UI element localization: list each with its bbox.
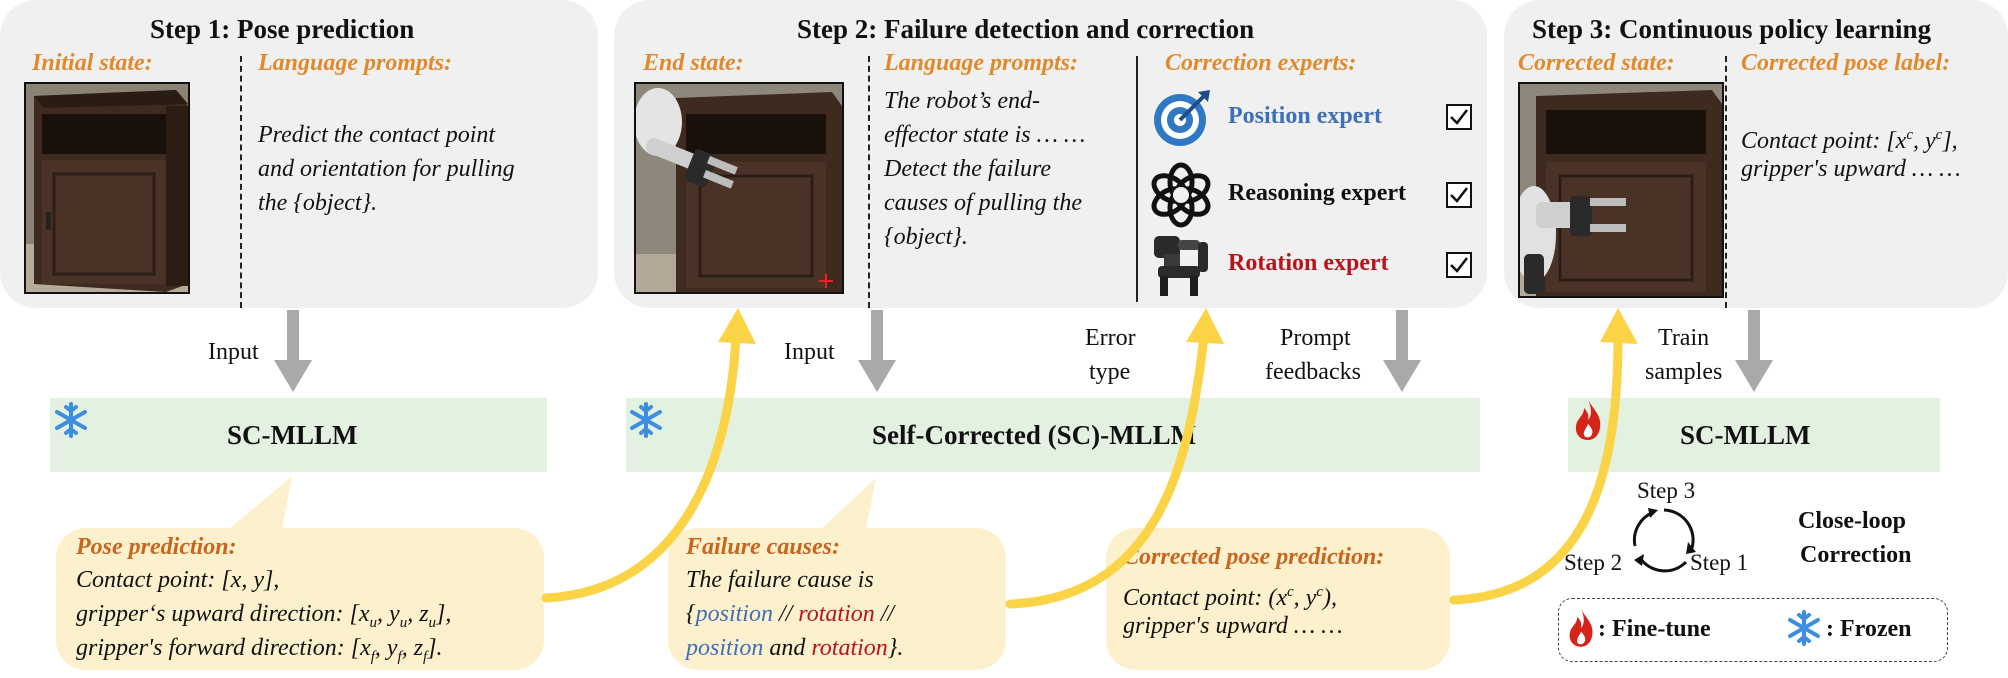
failure-causes-title: Failure causes: bbox=[686, 534, 841, 560]
pose-prediction-title: Pose prediction: bbox=[76, 534, 237, 560]
snowflake-icon bbox=[1786, 610, 1822, 646]
step2-title: Step 2: Failure detection and correction bbox=[797, 14, 1255, 44]
snowflake-icon bbox=[53, 402, 89, 438]
position-expert-checkbox[interactable] bbox=[1446, 104, 1472, 130]
position-expert-label: Position expert bbox=[1228, 103, 1382, 129]
legend-box bbox=[1558, 598, 1948, 662]
error-type-label-2: type bbox=[1089, 359, 1131, 385]
snowflake-icon bbox=[628, 402, 664, 438]
failure-line-3: position and rotation}. bbox=[686, 635, 904, 661]
step3-image-label: Corrected state: bbox=[1518, 50, 1675, 76]
step2-solid-divider bbox=[1136, 56, 1138, 302]
end-state-photo bbox=[634, 82, 844, 294]
target-icon bbox=[1152, 88, 1212, 148]
corrected-line-1: Contact point: (xc, yc), bbox=[1123, 584, 1337, 611]
step1-prompt-line-2: and orientation for pulling bbox=[258, 156, 515, 182]
step2-prompt-line-1: The robot’s end- bbox=[884, 88, 1040, 114]
prompt-feedbacks-label-1: Prompt bbox=[1280, 325, 1351, 351]
fire-icon bbox=[1566, 606, 1596, 650]
step2-prompt-line-3: Detect the failure bbox=[884, 156, 1052, 182]
input-label-1: Input bbox=[208, 339, 259, 365]
step3-title: Step 3: Continuous policy learning bbox=[1532, 14, 1932, 44]
step1-prompt-label: Language prompts: bbox=[258, 50, 453, 76]
corrected-pose-title: Corrected pose prediction: bbox=[1123, 544, 1385, 570]
pose-line-1: Contact point: [x, y], bbox=[76, 567, 280, 593]
close-loop-title-2: Correction bbox=[1800, 542, 1912, 568]
close-loop-title-1: Close-loop bbox=[1798, 508, 1906, 534]
step2-dash-divider bbox=[868, 56, 870, 308]
pose-prediction-bubble bbox=[56, 528, 544, 670]
step3-divider bbox=[1725, 56, 1727, 308]
step2-prompt-line-2: effector state is … … bbox=[884, 122, 1086, 148]
corrected-label-line-2: gripper's upward … … bbox=[1741, 156, 1961, 182]
pose-line-3: gripper's forward direction: [xf, yf, zf… bbox=[76, 635, 443, 665]
rotation-expert-checkbox[interactable] bbox=[1446, 252, 1472, 278]
sc-mllm-bar-left bbox=[50, 398, 547, 472]
failure-line-1: The failure cause is bbox=[686, 567, 874, 593]
failure-causes-bubble bbox=[668, 528, 1006, 670]
train-samples-label-2: samples bbox=[1645, 359, 1723, 385]
prompt-feedbacks-label-2: feedbacks bbox=[1265, 359, 1361, 385]
initial-state-photo bbox=[24, 82, 190, 294]
step1-title: Step 1: Pose prediction bbox=[150, 14, 415, 44]
step1-prompt-line-1: Predict the contact point bbox=[258, 122, 496, 148]
corrected-pose-bubble bbox=[1106, 528, 1450, 670]
loop-step1-label: Step 1 bbox=[1690, 550, 1749, 575]
corrected-state-photo bbox=[1518, 82, 1724, 298]
sc-mllm-bar-right bbox=[1568, 398, 1940, 472]
corrected-line-2: gripper's upward … … bbox=[1123, 613, 1343, 639]
legend-frozen-label: : Frozen bbox=[1826, 616, 1912, 642]
robot-gripper-icon bbox=[1148, 232, 1218, 300]
loop-step2-label: Step 2 bbox=[1564, 550, 1623, 575]
step2-prompt-line-4: causes of pulling the bbox=[884, 190, 1082, 216]
step1-divider bbox=[240, 56, 242, 308]
corrected-label-line-1: Contact point: [xc, yc], bbox=[1741, 127, 1958, 154]
sc-mllm-label-middle: Self-Corrected (SC)-MLLM bbox=[872, 420, 1197, 450]
reasoning-expert-label: Reasoning expert bbox=[1228, 180, 1406, 206]
legend-finetune-label: : Fine-tune bbox=[1598, 616, 1711, 642]
openai-logo-icon bbox=[1148, 162, 1214, 228]
input-label-2: Input bbox=[784, 339, 835, 365]
failure-line-2: {position // rotation // bbox=[686, 601, 895, 627]
cycle-arrows-icon bbox=[1632, 508, 1696, 573]
step2-prompt-line-5: {object}. bbox=[884, 224, 968, 250]
step2-image-label: End state: bbox=[643, 50, 744, 76]
train-samples-label-1: Train bbox=[1658, 325, 1710, 351]
step1-prompt-line-3: the {object}. bbox=[258, 190, 378, 216]
sc-mllm-bar-middle bbox=[626, 398, 1480, 472]
rotation-expert-label: Rotation expert bbox=[1228, 250, 1389, 276]
reasoning-expert-checkbox[interactable] bbox=[1446, 182, 1472, 208]
correction-experts-label: Correction experts: bbox=[1165, 50, 1357, 76]
fire-icon bbox=[1572, 398, 1604, 442]
step3-prompt-label: Corrected pose label: bbox=[1741, 50, 1951, 76]
pose-line-2: gripper‘s upward direction: [xu, yu, zu]… bbox=[76, 601, 452, 631]
sc-mllm-label-right: SC-MLLM bbox=[1680, 420, 1811, 450]
step1-image-label: Initial state: bbox=[32, 50, 153, 76]
error-type-label-1: Error bbox=[1085, 325, 1136, 351]
sc-mllm-label-left: SC-MLLM bbox=[227, 420, 358, 450]
loop-step3-label: Step 3 bbox=[1637, 478, 1696, 503]
step2-prompt-label: Language prompts: bbox=[884, 50, 1079, 76]
